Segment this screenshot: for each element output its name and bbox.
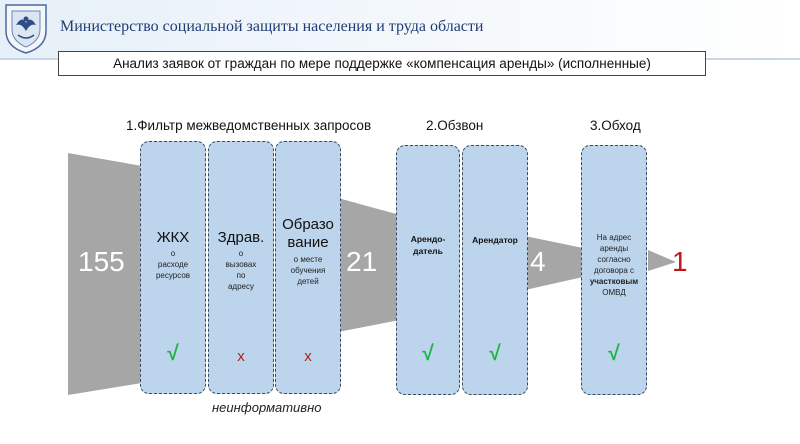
card-zdrav-desc: о вызовах по адресу [225,249,257,291]
funnel-segment-1 [68,153,142,395]
card-arendodatel: Арендо- датель √ [396,145,460,395]
coat-of-arms-icon [5,4,47,54]
card-obraz-desc: о месте обучения детей [290,255,326,286]
slide-subtitle: Анализ заявок от граждан по мере поддерж… [58,51,706,76]
card-obraz: Образо вание о месте обучения детей х [275,141,341,394]
card-obkhod-desc: На адрес аренды согласно договора с учас… [589,233,639,297]
card-zdrav-title: Здрав. [217,229,265,246]
card-obkhod: На адрес аренды согласно договора с учас… [581,145,647,395]
funnel-segment-2 [338,198,400,332]
check-icon: √ [167,342,179,365]
stage-label-visit: 3.Обход [590,118,641,133]
card-obraz-title: Образо вание [282,216,334,251]
count-after-filter: 21 [346,246,378,277]
cross-icon: х [237,348,245,365]
header-bar: Министерство социальной защиты населения… [0,0,800,60]
count-after-call: 4 [530,246,546,277]
card-zdrav: Здрав. о вызовах по адресу х [208,141,274,394]
card-zhkh: ЖКХ о расходе ресурсов √ [140,141,206,394]
count-start: 155 [78,246,125,277]
header-title: Министерство социальной защиты населения… [60,18,484,35]
uninformative-note: неинформативно [212,400,322,415]
card-zhkh-desc: о расходе ресурсов [155,249,191,280]
check-icon: √ [608,342,620,365]
check-icon: √ [422,342,434,365]
funnel-segment-4 [648,250,676,271]
count-final: 1 [672,246,688,277]
cross-icon: х [304,348,312,365]
funnel-segment-3 [525,236,583,290]
card-arendodatel-title: Арендо- датель [410,234,446,256]
check-icon: √ [489,342,501,365]
card-zhkh-title: ЖКХ [156,229,190,246]
stage-label-filter: 1.Фильтр межведомственных запросов [126,118,372,133]
card-arendator-title: Арендатор [472,235,518,245]
card-arendator: Арендатор √ [462,145,528,395]
stage-label-call: 2.Обзвон [426,118,484,133]
